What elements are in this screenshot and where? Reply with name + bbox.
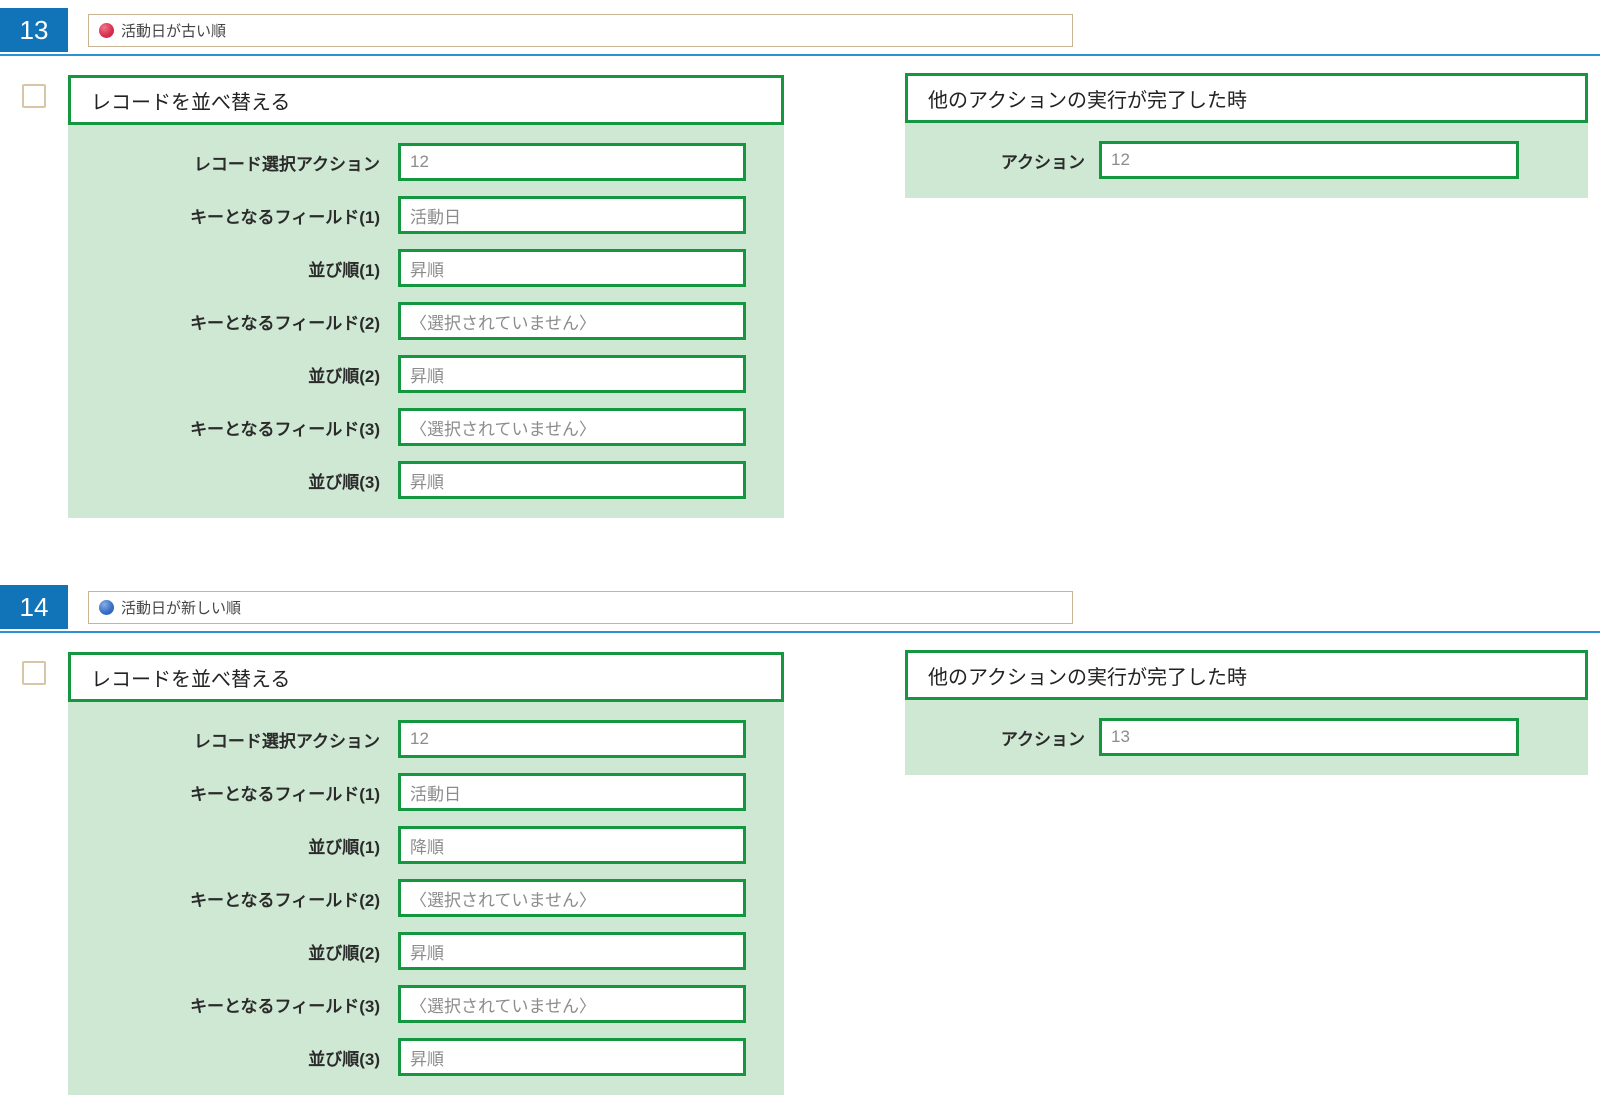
field-row-sort-order-1: 並び順(1) 昇順 bbox=[68, 249, 784, 287]
field-label: 並び順(3) bbox=[308, 1049, 380, 1069]
record-select-action-input[interactable]: 12 bbox=[398, 143, 746, 181]
trigger-panel: 他のアクションの実行が完了した時 アクション 13 bbox=[905, 650, 1588, 775]
section-divider-line bbox=[0, 631, 1600, 633]
field-row-sort-order-3: 並び順(3) 昇順 bbox=[68, 1038, 784, 1076]
sort-order-1-input[interactable]: 昇順 bbox=[398, 249, 746, 287]
field-row-record-select-action: レコード選択アクション 12 bbox=[68, 143, 784, 181]
field-label: 並び順(1) bbox=[308, 260, 380, 280]
sort-order-3-input[interactable]: 昇順 bbox=[398, 461, 746, 499]
field-label: レコード選択アクション bbox=[193, 731, 380, 751]
key-field-1-input[interactable]: 活動日 bbox=[398, 196, 746, 234]
panel-title: レコードを並べ替える bbox=[68, 75, 784, 125]
key-field-2-input[interactable]: 〈選択されていません〉 bbox=[398, 879, 746, 917]
field-label: キーとなるフィールド(3) bbox=[190, 419, 380, 439]
field-label: キーとなるフィールド(1) bbox=[190, 784, 380, 804]
field-label: 並び順(3) bbox=[308, 472, 380, 492]
section-divider-line bbox=[0, 54, 1600, 56]
key-field-3-input[interactable]: 〈選択されていません〉 bbox=[398, 985, 746, 1023]
field-row-key-field-3: キーとなるフィールド(3) 〈選択されていません〉 bbox=[68, 985, 784, 1023]
action-id-input[interactable]: 13 bbox=[1099, 718, 1519, 756]
panel-body: レコード選択アクション 12 キーとなるフィールド(1) 活動日 並び順(1) … bbox=[68, 125, 784, 518]
field-row-key-field-2: キーとなるフィールド(2) 〈選択されていません〉 bbox=[68, 302, 784, 340]
field-label: 並び順(1) bbox=[308, 837, 380, 857]
field-row-record-select-action: レコード選択アクション 12 bbox=[68, 720, 784, 758]
field-row-action: アクション 13 bbox=[905, 718, 1588, 756]
field-label: キーとなるフィールド(1) bbox=[190, 207, 380, 227]
field-label: キーとなるフィールド(2) bbox=[190, 890, 380, 910]
field-label: キーとなるフィールド(3) bbox=[190, 996, 380, 1016]
action-name-input[interactable]: 活動日が古い順 bbox=[88, 14, 1073, 47]
action-id-input[interactable]: 12 bbox=[1099, 141, 1519, 179]
section-checkbox[interactable] bbox=[22, 661, 46, 685]
key-field-3-input[interactable]: 〈選択されていません〉 bbox=[398, 408, 746, 446]
key-field-1-input[interactable]: 活動日 bbox=[398, 773, 746, 811]
panel-title: 他のアクションの実行が完了した時 bbox=[905, 73, 1588, 123]
sort-order-2-input[interactable]: 昇順 bbox=[398, 355, 746, 393]
field-row-key-field-2: キーとなるフィールド(2) 〈選択されていません〉 bbox=[68, 879, 784, 917]
section-checkbox[interactable] bbox=[22, 84, 46, 108]
panel-body: レコード選択アクション 12 キーとなるフィールド(1) 活動日 並び順(1) … bbox=[68, 702, 784, 1095]
field-row-sort-order-2: 並び順(2) 昇順 bbox=[68, 932, 784, 970]
sort-records-panel: レコードを並べ替える レコード選択アクション 12 キーとなるフィールド(1) … bbox=[68, 652, 784, 1095]
panel-title: レコードを並べ替える bbox=[68, 652, 784, 702]
field-row-sort-order-3: 並び順(3) 昇順 bbox=[68, 461, 784, 499]
panel-title: 他のアクションの実行が完了した時 bbox=[905, 650, 1588, 700]
action-section-14: 14 活動日が新しい順 レコードを並べ替える レコード選択アクション 12 キー… bbox=[0, 577, 1600, 1118]
key-field-2-input[interactable]: 〈選択されていません〉 bbox=[398, 302, 746, 340]
blue-dot-icon bbox=[99, 600, 114, 615]
sort-order-1-input[interactable]: 降順 bbox=[398, 826, 746, 864]
sort-order-2-input[interactable]: 昇順 bbox=[398, 932, 746, 970]
field-row-sort-order-2: 並び順(2) 昇順 bbox=[68, 355, 784, 393]
field-label: アクション bbox=[1000, 729, 1085, 749]
field-label: 並び順(2) bbox=[308, 943, 380, 963]
field-label: キーとなるフィールド(2) bbox=[190, 313, 380, 333]
field-row-key-field-1: キーとなるフィールド(1) 活動日 bbox=[68, 196, 784, 234]
field-row-sort-order-1: 並び順(1) 降順 bbox=[68, 826, 784, 864]
sort-records-panel: レコードを並べ替える レコード選択アクション 12 キーとなるフィールド(1) … bbox=[68, 75, 784, 518]
field-row-action: アクション 12 bbox=[905, 141, 1588, 179]
action-name-text: 活動日が古い順 bbox=[121, 23, 227, 40]
record-select-action-input[interactable]: 12 bbox=[398, 720, 746, 758]
sort-order-3-input[interactable]: 昇順 bbox=[398, 1038, 746, 1076]
section-number-badge: 14 bbox=[0, 585, 68, 629]
action-name-input[interactable]: 活動日が新しい順 bbox=[88, 591, 1073, 624]
field-label: アクション bbox=[1000, 152, 1085, 172]
field-row-key-field-3: キーとなるフィールド(3) 〈選択されていません〉 bbox=[68, 408, 784, 446]
section-number-badge: 13 bbox=[0, 8, 68, 52]
trigger-panel: 他のアクションの実行が完了した時 アクション 12 bbox=[905, 73, 1588, 198]
panel-body: アクション 13 bbox=[905, 700, 1588, 775]
action-name-text: 活動日が新しい順 bbox=[121, 600, 242, 617]
action-section-13: 13 活動日が古い順 レコードを並べ替える レコード選択アクション 12 キーと… bbox=[0, 8, 1600, 518]
field-label: レコード選択アクション bbox=[193, 154, 380, 174]
field-label: 並び順(2) bbox=[308, 366, 380, 386]
red-dot-icon bbox=[99, 23, 114, 38]
panel-body: アクション 12 bbox=[905, 123, 1588, 198]
field-row-key-field-1: キーとなるフィールド(1) 活動日 bbox=[68, 773, 784, 811]
